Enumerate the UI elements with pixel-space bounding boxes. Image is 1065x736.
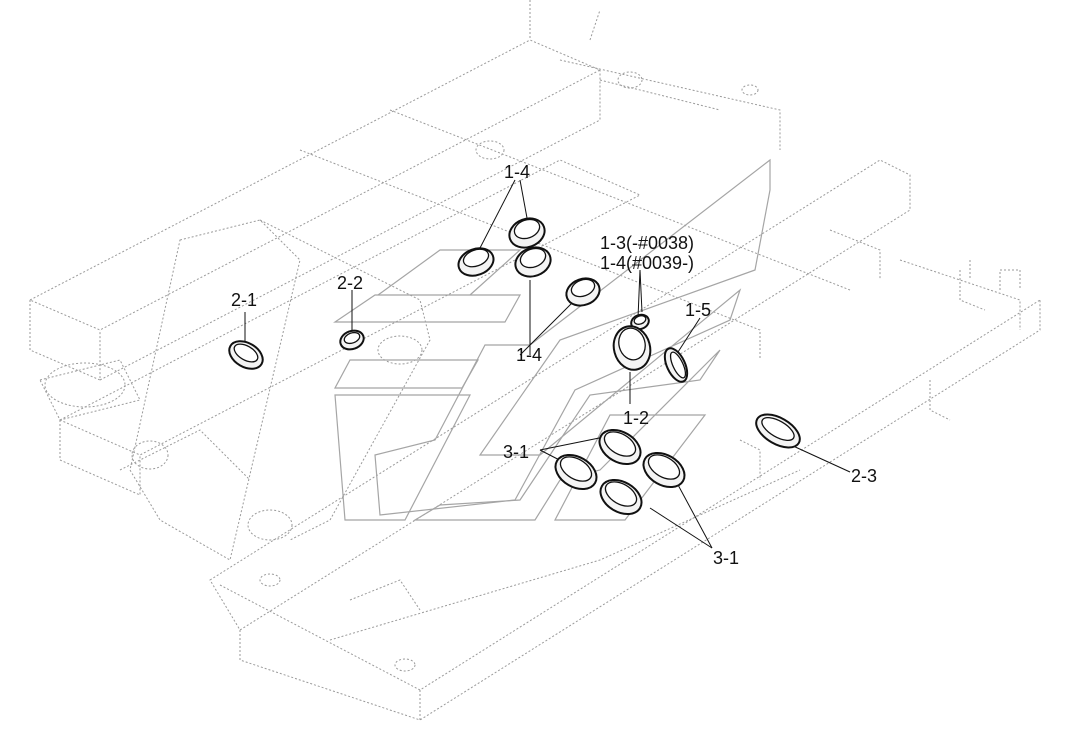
leader-lines [244, 179, 851, 549]
ring-1-4-d [565, 277, 601, 307]
callout-1-4-mid: 1-4 [516, 345, 542, 365]
ring-1-4-c [514, 246, 552, 278]
frame-outline [28, 0, 1041, 721]
ring-3-1-a [598, 428, 642, 466]
part-rings [228, 217, 801, 516]
ring-3-1-d [599, 478, 643, 516]
callout-1-5: 1-5 [685, 300, 711, 320]
callout-2-2: 2-2 [337, 273, 363, 293]
ring-3-1-b [554, 453, 598, 491]
callout-1-4-top: 1-4 [504, 162, 530, 182]
callout-labels: 1-4 1-3(-#0038) 1-4(#0039-) 2-1 2-2 1-5 … [231, 162, 877, 568]
floor-plates [333, 158, 771, 521]
callout-1-2: 1-2 [623, 408, 649, 428]
ring-2-3 [755, 413, 801, 449]
ring-1-4-b [508, 217, 546, 249]
callout-3-1-bottom: 3-1 [713, 548, 739, 568]
callout-2-3: 2-3 [851, 466, 877, 486]
callout-1-4-serial: 1-4(#0039-) [600, 253, 694, 273]
ring-2-2 [339, 329, 365, 351]
ring-1-4-a [457, 247, 495, 277]
ring-2-1 [228, 340, 264, 370]
callout-3-1-left: 3-1 [503, 442, 529, 462]
ring-1-3 [630, 313, 650, 331]
callout-2-1: 2-1 [231, 290, 257, 310]
ring-3-1-c [642, 451, 686, 489]
callout-1-3: 1-3(-#0038) [600, 233, 694, 253]
ring-1-5 [663, 347, 689, 383]
ring-1-2 [612, 325, 652, 371]
